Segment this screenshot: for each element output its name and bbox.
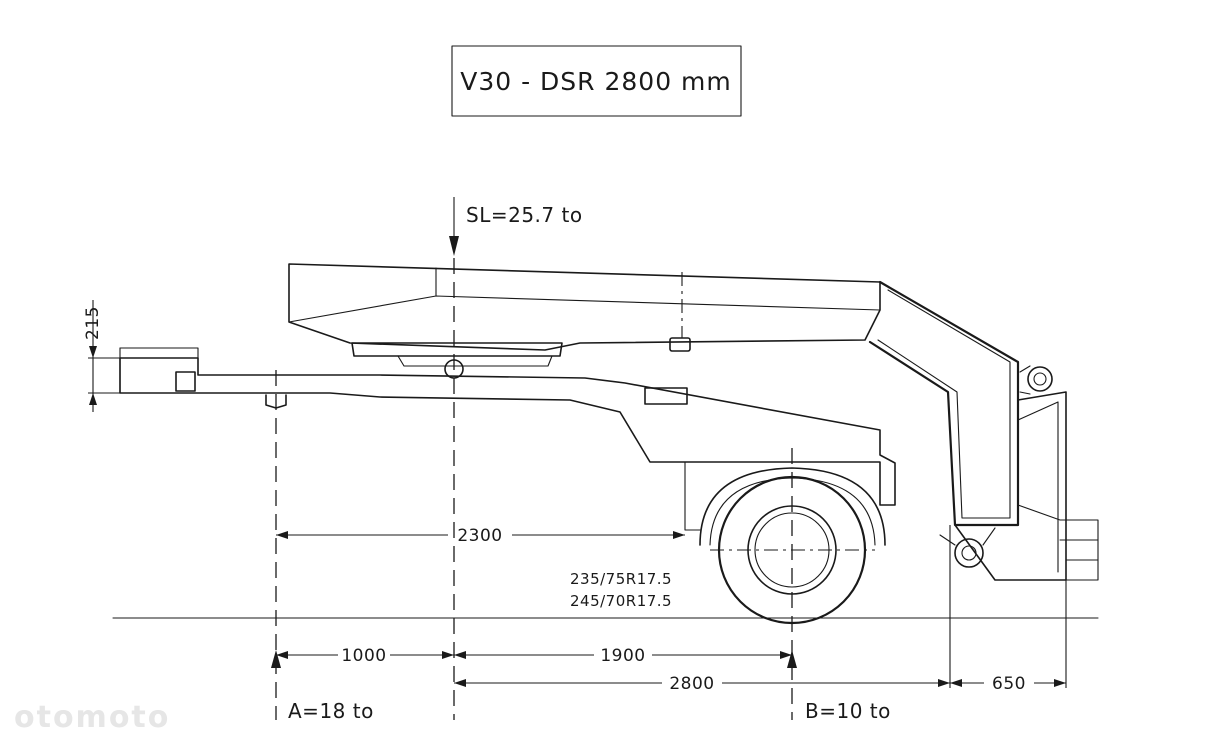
tyre-size-2: 245/70R17.5 (570, 592, 672, 610)
dim-2300-label: 2300 (457, 526, 502, 546)
sl-load-label: SL=25.7 to (466, 203, 583, 227)
a-load-arrow: A=18 to (271, 650, 374, 723)
watermark: otomoto (14, 700, 170, 735)
b-load-arrow: B=10 to (787, 650, 891, 723)
title-box: V30 - DSR 2800 mm (451, 45, 742, 117)
dim-215-label: 215 (83, 306, 103, 340)
a-load-label: A=18 to (288, 699, 374, 723)
dim-1900-label: 1900 (600, 646, 645, 666)
dim-1000-label: 1000 (341, 646, 386, 666)
dim-1900: 1900 (454, 646, 792, 666)
dim-650: 650 (950, 674, 1066, 694)
dim-2300: 2300 (276, 526, 685, 546)
dim-650-label: 650 (992, 674, 1026, 694)
tyre-size-1: 235/75R17.5 (570, 570, 672, 588)
drawing-title: V30 - DSR 2800 mm (460, 67, 732, 96)
dim-2800-label: 2800 (669, 674, 714, 694)
dim-1000: 1000 (276, 646, 454, 666)
sl-load-arrow: SL=25.7 to (449, 197, 583, 256)
gooseneck-frame (288, 263, 1099, 581)
chassis-beam (119, 347, 896, 531)
b-load-label: B=10 to (805, 699, 891, 723)
dim-215: 215 (83, 300, 120, 412)
dim-2800: 2800 (454, 525, 1067, 694)
